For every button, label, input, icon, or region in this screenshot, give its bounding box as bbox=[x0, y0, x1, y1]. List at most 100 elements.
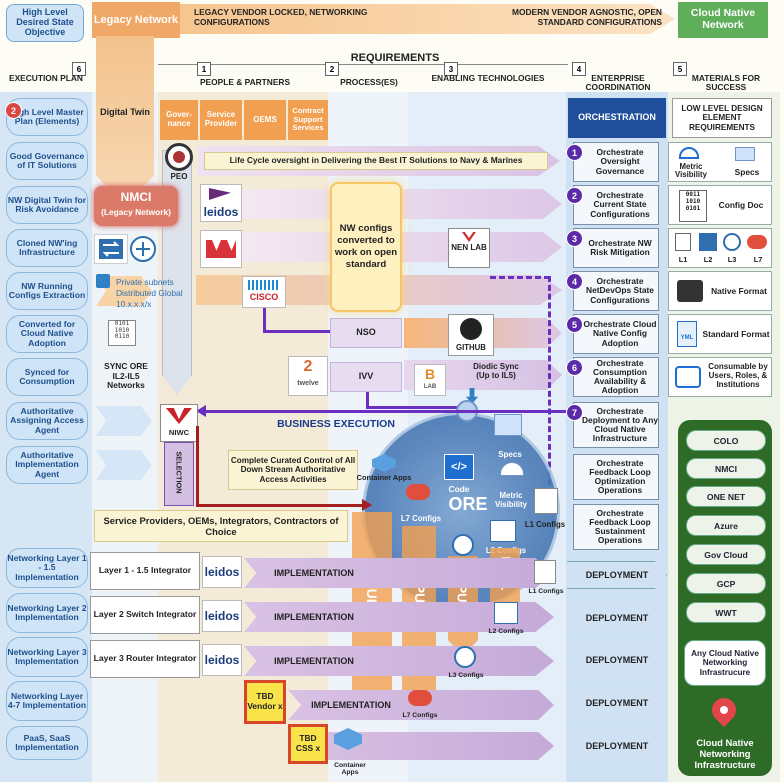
diodic-label: Diodic Sync (Up to IL5) bbox=[473, 362, 519, 381]
ore-label: ORE bbox=[448, 494, 488, 514]
l1-configs-row-label: L1 Configs bbox=[528, 588, 564, 595]
contract-support-subheader: Contract Support Services bbox=[288, 100, 328, 140]
digital-twin-label: Digital Twin bbox=[100, 107, 150, 118]
impl-label-3: IMPLEMENTATION bbox=[274, 656, 354, 666]
code-label: Code bbox=[448, 484, 470, 494]
mat-native-format: Native Format bbox=[668, 271, 772, 311]
plan-layer1: Networking Layer 1 - 1.5 Implementation bbox=[6, 548, 88, 588]
l3-configs-row-label: L3 Configs bbox=[448, 672, 484, 679]
niwc-box bbox=[160, 404, 198, 442]
objective-box: High Level Desired State Objective bbox=[6, 4, 84, 42]
governance-subheader: Gover-nance bbox=[160, 100, 198, 140]
orchestrate-feedback-optimization: Orchestrate Feedback Loop Optimization O… bbox=[573, 454, 659, 500]
materials-num: 5 bbox=[673, 62, 687, 76]
nw-configs-outer bbox=[330, 182, 402, 312]
people-num: 1 bbox=[197, 62, 211, 76]
cisco-text: CISCO bbox=[249, 292, 279, 302]
ivv-hub-line-h bbox=[366, 406, 460, 409]
deploy-arrow-4 bbox=[567, 689, 667, 717]
legacy-network-box: Legacy Network bbox=[92, 2, 180, 38]
orchestrate-3: Orchestrate NW Risk Mitigation bbox=[573, 228, 659, 268]
nmci-label: NMCI bbox=[120, 190, 152, 204]
cloud-gcp: GCP bbox=[686, 573, 766, 594]
cloud-native-infra-label: Cloud Native Networking Infrastructure bbox=[694, 737, 756, 770]
cloud-azure: Azure bbox=[686, 515, 766, 536]
leidos-top-text: leidos bbox=[203, 205, 239, 219]
specs-mat-icon bbox=[735, 147, 755, 161]
plan-master-num: 2 bbox=[5, 102, 22, 119]
l7-mat-icon bbox=[747, 235, 767, 249]
l1-doc-icon bbox=[534, 488, 558, 514]
l7-configs-row-label: L7 Configs bbox=[402, 712, 438, 719]
cisco-nso-line-h bbox=[263, 330, 331, 333]
impl-arrow-3 bbox=[244, 646, 554, 676]
plan-layer3: Networking Layer 3 Implementation bbox=[6, 637, 88, 677]
yml-icon-label: YML bbox=[680, 335, 694, 341]
code-icon: </> bbox=[444, 454, 474, 480]
digital-twin-arrow bbox=[96, 36, 154, 206]
enterprise-header: ENTERPRISE COORDINATION bbox=[585, 73, 651, 93]
plan-paas: PaaS, SaaS Implementation bbox=[6, 726, 88, 760]
mat-specs-label: Specs bbox=[734, 167, 760, 177]
tbd-vendor-box: TBD Vendor x bbox=[244, 680, 286, 724]
deploy-label-3: DEPLOYMENT bbox=[585, 655, 649, 665]
l2-mat-icon bbox=[699, 233, 717, 251]
plan-assigning-agent: Authoritative Assigning Access Agent bbox=[6, 402, 88, 440]
router-row-icon bbox=[454, 646, 476, 668]
orchestrate-3-num: 3 bbox=[566, 230, 583, 247]
l1-mat-icon bbox=[675, 233, 691, 251]
switch-inner-icon bbox=[490, 520, 516, 542]
deploy-arrow-5 bbox=[567, 732, 667, 760]
sync-ore-label: SYNC ORE IL2-IL5 Networks bbox=[104, 361, 148, 391]
leidos-logo-top bbox=[200, 184, 242, 222]
twelve-mark: 2 bbox=[303, 358, 313, 375]
mat-config-doc-label: Config Doc bbox=[718, 200, 764, 210]
tbd-css-box: TBD CSS x bbox=[288, 724, 328, 764]
private-subnets-label: Private subnets bbox=[116, 277, 174, 287]
native-format-icon bbox=[677, 280, 703, 302]
impl-label-4: IMPLEMENTATION bbox=[311, 700, 391, 710]
cisco-bars bbox=[248, 280, 280, 290]
container-apps-label: Container Apps bbox=[356, 473, 412, 482]
deploy-loop-arrowhead bbox=[196, 405, 206, 417]
plan-synced: Synced for Consumption bbox=[6, 358, 88, 396]
mat-native-format-label: Native Format bbox=[711, 286, 767, 296]
cloud-colo: COLO bbox=[686, 430, 766, 451]
nen-dashed-h bbox=[490, 276, 550, 279]
wk-logo-mark bbox=[206, 240, 236, 258]
mat-consumable-label: Consumable by Users, Roles, & Institutio… bbox=[708, 362, 768, 390]
plan-implementation-agent: Authoritative Implementation Agent bbox=[6, 446, 88, 484]
business-execution-label: BUSINESS EXECUTION bbox=[277, 418, 395, 430]
lab-mark: B bbox=[424, 366, 436, 382]
leidos-logo-layer2: leidos bbox=[202, 600, 242, 632]
lab-label: LAB bbox=[423, 384, 437, 390]
integrator-layer3: Layer 3 Router Integrator bbox=[90, 640, 200, 678]
orchestration-header: ORCHESTRATION bbox=[568, 98, 666, 138]
leidos-layer2-text: leidos bbox=[204, 609, 240, 623]
cloud-nmci: NMCI bbox=[686, 458, 766, 479]
people-header: PEOPLE & PARTNERS bbox=[199, 77, 291, 87]
nmci-sub-label: (Legacy Network) bbox=[101, 207, 171, 217]
nen-lab-box bbox=[448, 228, 490, 268]
l2-configs-row-label: L2 Configs bbox=[488, 628, 524, 635]
selection-bar bbox=[164, 442, 194, 506]
mat-metric-label: Metric Visibility bbox=[675, 162, 707, 180]
mat-standard-format: YML Standard Format bbox=[668, 314, 772, 354]
yml-icon bbox=[677, 321, 697, 347]
requirements-line bbox=[158, 64, 568, 65]
plan-layer2: Networking Layer 2 Implementation bbox=[6, 593, 88, 633]
orchestrate-2-num: 2 bbox=[566, 187, 583, 204]
leidos-layer3-text: leidos bbox=[204, 653, 240, 667]
niwc-label: NIWC bbox=[168, 428, 190, 437]
deploy-label-1: DEPLOYMENT bbox=[585, 570, 649, 580]
specs-icon bbox=[494, 414, 522, 436]
container-row-icon bbox=[334, 728, 362, 750]
cloud-wwt: WWT bbox=[686, 602, 766, 623]
service-provider-subheader: Service Provider bbox=[200, 100, 242, 140]
metric-gauge-icon bbox=[679, 147, 699, 159]
materials-header: MATERIALS FOR SUCCESS bbox=[691, 73, 761, 93]
github-label: GITHUB bbox=[456, 343, 486, 352]
